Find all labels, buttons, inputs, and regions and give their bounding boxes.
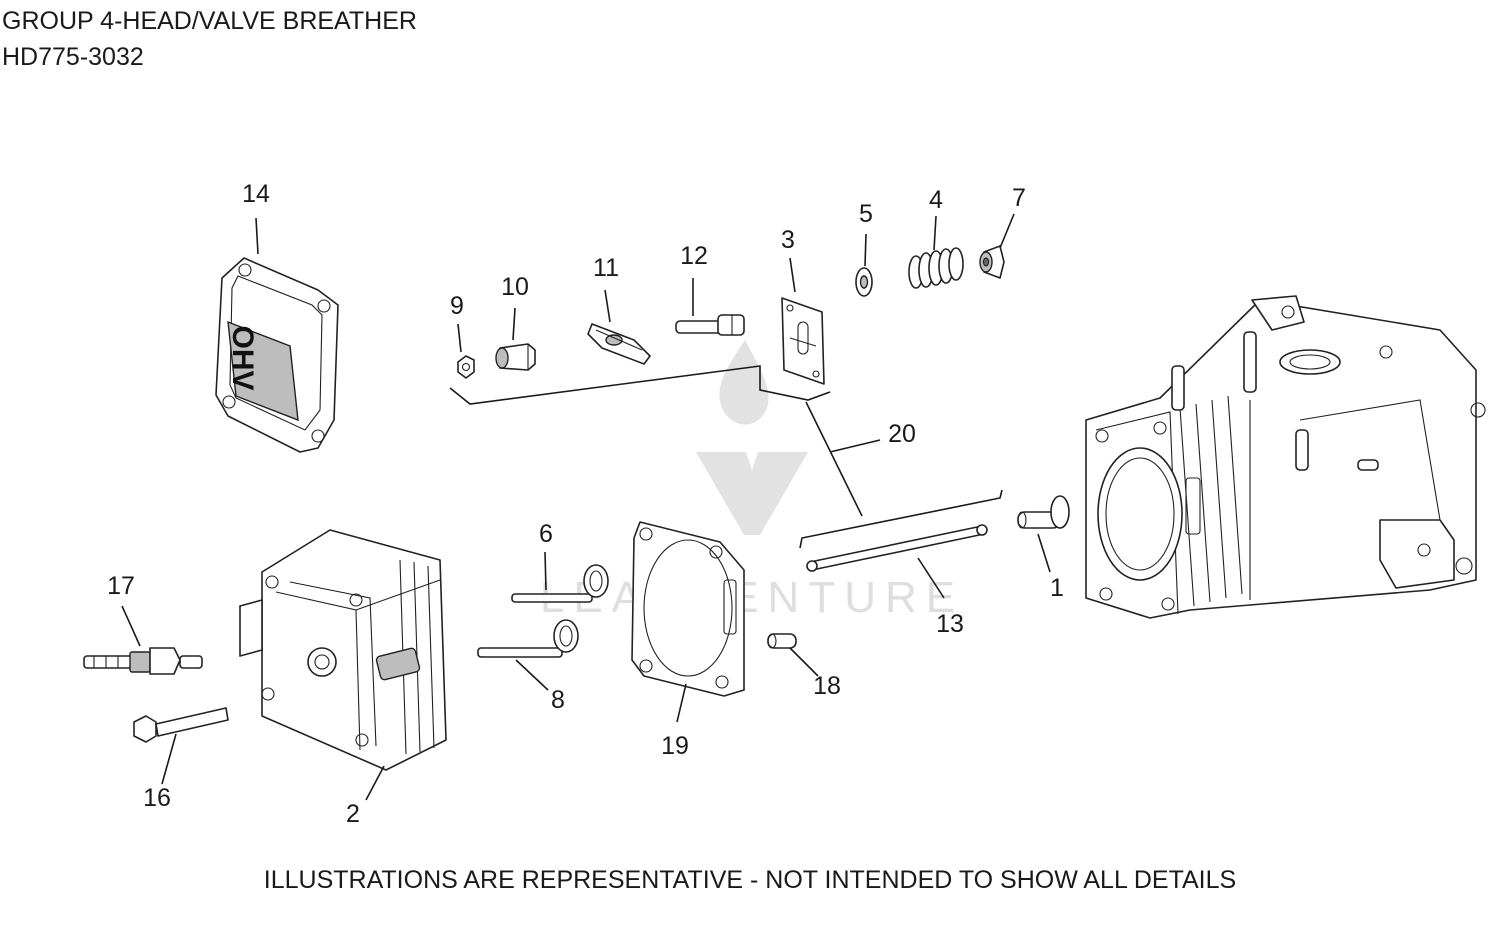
callout-5: 5 xyxy=(859,200,873,228)
callout-10: 10 xyxy=(501,273,529,301)
callout-18: 18 xyxy=(813,672,841,700)
kit-bracket xyxy=(449,365,1003,549)
callout-16: 16 xyxy=(143,784,171,812)
part-exhaust-valve[interactable] xyxy=(477,619,579,658)
callout-2: 2 xyxy=(346,800,360,828)
disclaimer-footer: ILLUSTRATIONS ARE REPRESENTATIVE - NOT I… xyxy=(263,866,1237,894)
part-rocker-stud[interactable] xyxy=(675,314,745,336)
part-dowel-pin[interactable] xyxy=(767,633,797,649)
part-stem-seal[interactable] xyxy=(979,245,1005,279)
ohv-marking: OHV xyxy=(226,325,259,390)
part-spark-plug[interactable] xyxy=(83,647,203,675)
callout-20: 20 xyxy=(888,420,916,448)
part-spring-retainer[interactable] xyxy=(855,267,873,297)
part-nut[interactable] xyxy=(457,355,475,379)
part-rocker-cover[interactable]: OHV xyxy=(215,257,339,453)
diagram-title: GROUP 4-HEAD/VALVE BREATHER xyxy=(2,7,417,35)
model-number: HD775-3032 xyxy=(2,43,144,71)
callout-4: 4 xyxy=(929,186,943,214)
part-head-bolt[interactable] xyxy=(133,707,229,743)
leader-lines xyxy=(121,213,1051,801)
part-engine-block xyxy=(1085,295,1486,619)
callout-17: 17 xyxy=(107,572,135,600)
watermark-logo: LEADVENTURE xyxy=(540,340,964,622)
part-push-rod[interactable] xyxy=(806,524,988,572)
part-guide-plate[interactable] xyxy=(781,297,825,385)
callout-7: 7 xyxy=(1012,184,1026,212)
callout-13: 13 xyxy=(936,610,964,638)
watermark-text: LEADVENTURE xyxy=(540,573,964,622)
callout-8: 8 xyxy=(551,686,565,714)
callout-6: 6 xyxy=(539,520,553,548)
callout-9: 9 xyxy=(450,292,464,320)
callout-11: 11 xyxy=(593,254,619,282)
part-intake-valve[interactable] xyxy=(511,564,609,603)
callout-12: 12 xyxy=(680,242,708,270)
part-valve-spring[interactable] xyxy=(908,247,964,289)
callout-14: 14 xyxy=(242,180,270,208)
part-cylinder-head[interactable] xyxy=(239,529,447,771)
part-tappet[interactable] xyxy=(1017,495,1070,529)
part-head-gasket[interactable] xyxy=(631,521,745,697)
part-pivot-adjuster[interactable] xyxy=(495,343,536,371)
callout-3: 3 xyxy=(781,226,795,254)
callout-numbers: 14 9 10 11 12 3 5 4 7 20 1 13 6 8 19 18 … xyxy=(107,180,1064,828)
part-rocker-arm[interactable] xyxy=(587,323,651,365)
callout-19: 19 xyxy=(661,732,689,760)
callout-1: 1 xyxy=(1050,574,1064,602)
